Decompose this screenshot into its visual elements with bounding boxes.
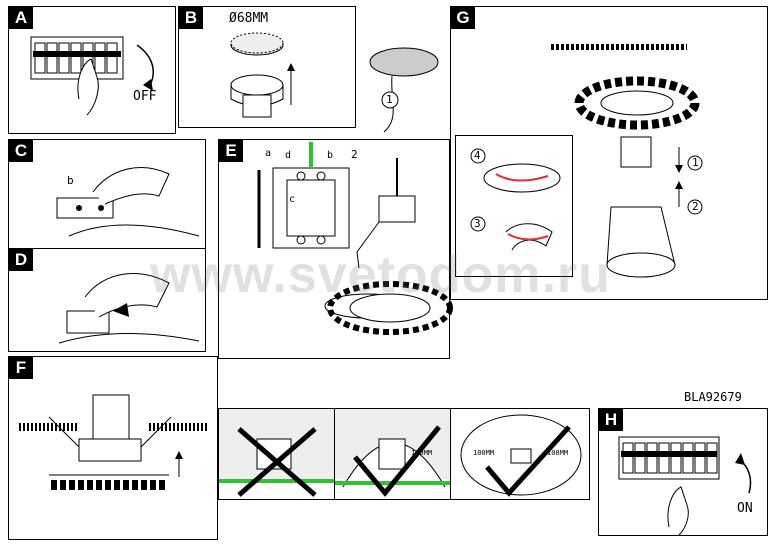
terminal-cover-icon: [58, 273, 200, 344]
panel-b: B Ø68MM: [178, 6, 356, 128]
crystal-ring-icon: [327, 281, 453, 335]
insert-fixture-icon: [19, 394, 209, 490]
panel-d-label: D: [9, 249, 33, 271]
step-1-marker: 1: [386, 93, 393, 106]
panel-a-label: A: [9, 7, 33, 29]
hole-diameter-text: Ø68MM: [229, 11, 269, 26]
step-4-marker: 4: [474, 149, 481, 162]
clearance-side: 100MM 100MM: [450, 408, 590, 500]
marker-c: c: [289, 194, 296, 205]
panel-f-label: F: [9, 357, 33, 379]
step-2-marker-e: 2: [351, 148, 358, 161]
clearance-label-right: 100MM: [547, 449, 569, 457]
off-text: OFF: [133, 89, 157, 104]
panel-d: D: [8, 248, 206, 352]
wrong-clearance-icon: [219, 409, 337, 497]
panel-h-label: H: [599, 409, 623, 431]
clearance-label-top: 100MM: [411, 449, 433, 457]
panel-c: C b: [8, 139, 206, 249]
clip-ring-icon: [470, 148, 561, 251]
panel-c-label: C: [9, 140, 33, 162]
step-circles-icon: [687, 155, 703, 215]
clearance-wrong: [218, 408, 337, 500]
model-code: BLA92679: [684, 390, 742, 404]
on-text: ON: [737, 501, 753, 516]
panel-h: H ON: [598, 408, 768, 536]
bulb-replace-icon: [551, 44, 700, 278]
step-3-marker: 3: [474, 217, 481, 230]
panel-g-label: G: [451, 7, 475, 29]
panel-g-inset: 4 3: [455, 135, 573, 277]
panel-e-label: E: [219, 140, 243, 162]
cutout-icon: [230, 32, 295, 118]
wire-b-marker: b: [67, 174, 74, 187]
wire-connect-icon: [56, 167, 200, 237]
panel-a: A OFF: [8, 6, 176, 134]
step-2-marker-g: 2: [692, 200, 699, 213]
marker-b: b: [327, 150, 334, 161]
marker-d: d: [285, 150, 292, 161]
side-clearance-icon: [460, 414, 582, 497]
panel-e: E a d b c 2: [218, 139, 450, 359]
power-on-icon: [618, 436, 752, 536]
terminal-block-icon: [257, 142, 416, 319]
marker-a: a: [265, 148, 272, 159]
step-1-marker-g: 1: [692, 156, 699, 169]
ok-clearance-icon: [335, 409, 453, 497]
clearance-label-left: 100MM: [473, 449, 495, 457]
panel-g: G 4 3 1: [450, 6, 768, 300]
circuit-breaker-icon: [30, 36, 154, 116]
clearance-ok: 100MM: [334, 408, 453, 500]
ceiling-disc-icon: [369, 47, 439, 133]
panel-b-label: B: [179, 7, 203, 29]
panel-f: F: [8, 356, 218, 540]
